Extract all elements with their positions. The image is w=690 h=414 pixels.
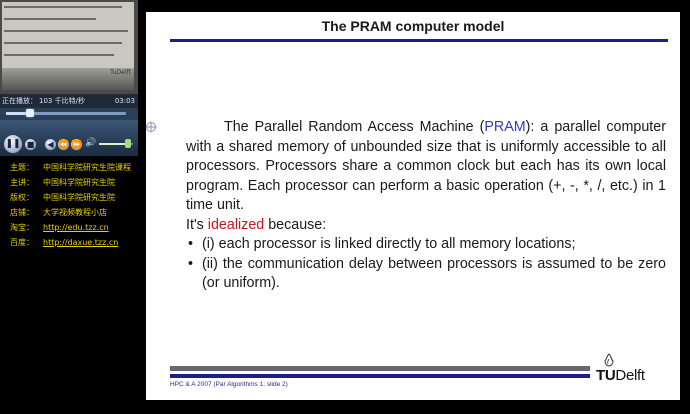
pram-definition: The Parallel Random Access Machine (PRAM… <box>186 118 666 216</box>
logo-delft: Delft <box>615 367 645 384</box>
pause-icon[interactable]: ❚❚ <box>3 134 23 154</box>
video-frame: TuDelft <box>2 2 134 90</box>
volume-slider[interactable] <box>99 139 133 148</box>
bullet-text: (i) each processor is linked directly to… <box>202 236 576 252</box>
seek-thumb[interactable] <box>26 109 34 117</box>
idealized-line: It's idealized because: <box>186 216 666 236</box>
info-label: 百度： <box>10 238 34 247</box>
player-controls: ❚❚ ■ ◀ ⏪ ⏩ 🔊 <box>0 120 138 156</box>
info-label: 主题： <box>10 163 34 172</box>
previous-icon[interactable]: ◀ <box>44 138 57 151</box>
bullet-text: (ii) the communication delay between pro… <box>202 255 666 292</box>
stop-icon[interactable]: ■ <box>24 138 37 151</box>
info-value: 中国科学院研究生院课程 <box>43 163 131 172</box>
seek-bar[interactable] <box>0 108 138 120</box>
info-value: 中国科学院研究生院 <box>43 193 115 202</box>
slide-content: The Parallel Random Access Machine (PRAM… <box>186 118 666 294</box>
logo-tu: TU <box>596 367 616 384</box>
media-player-panel: TuDelft 正在播放：103 千比特/秒 03:03 ❚❚ ■ ◀ ⏪ ⏩ … <box>0 0 138 414</box>
seek-track[interactable] <box>6 109 126 117</box>
video-thumb-text: TuDelft <box>110 69 131 76</box>
lecture-slide: The PRAM computer model The Parallel Ran… <box>145 12 680 400</box>
flame-icon <box>604 353 614 367</box>
info-row-topic: 主题： 中国科学院研究生院课程 <box>0 162 138 173</box>
bullet-dot: • <box>188 255 194 272</box>
idealized-pre: It's <box>186 216 208 233</box>
idealized-highlight: idealized <box>207 216 265 233</box>
info-row-taobao: 淘宝： http://edu.tzz.cn <box>0 222 138 233</box>
info-row-lecturer: 主讲： 中国科学院研究生院 <box>0 177 138 188</box>
info-value: 大学视频教程小店 <box>43 208 107 217</box>
volume-thumb[interactable] <box>124 139 131 148</box>
info-label: 淘宝： <box>10 223 34 232</box>
info-label: 主讲： <box>10 178 34 187</box>
speaker-icon[interactable]: 🔊 <box>85 138 97 148</box>
crosshair-bullet-icon <box>145 121 157 133</box>
idealized-post: because: <box>264 216 327 233</box>
info-row-baidu: 百度： http://daxue.tzz.cn <box>0 237 138 248</box>
slide-footer: HPC & A 2007 (Par Algorithms 1: slide 2) <box>170 381 288 388</box>
intro-text: The Parallel Random Access Machine ( <box>224 119 485 135</box>
footer-rule-blue <box>170 374 590 378</box>
bullet-dot: • <box>188 236 194 252</box>
status-label: 正在播放： <box>2 97 37 105</box>
taobao-link[interactable]: http://edu.tzz.cn <box>43 223 109 232</box>
title-rule <box>170 39 668 42</box>
info-label: 店铺： <box>10 208 34 217</box>
rewind-icon[interactable]: ⏪ <box>57 138 70 151</box>
video-preview[interactable]: TuDelft <box>0 0 138 94</box>
bullet-item: • (i) each processor is linked directly t… <box>186 235 666 255</box>
info-value: 中国科学院研究生院 <box>43 178 115 187</box>
volume-fill <box>99 143 128 145</box>
status-time: 03:03 <box>114 97 135 105</box>
info-row-copyright: 版权： 中国科学院研究生院 <box>0 192 138 203</box>
tudelft-logo: TUDelft <box>596 353 660 389</box>
info-row-shop: 店铺： 大学视频教程小店 <box>0 207 138 218</box>
status-bitrate: 103 千比特/秒 <box>39 97 85 105</box>
intro-text-rest: ): a parallel computer with a shared mem… <box>186 119 666 213</box>
baidu-link[interactable]: http://daxue.tzz.cn <box>43 238 119 247</box>
logo-text: TUDelft <box>596 367 645 384</box>
info-label: 版权： <box>10 193 34 202</box>
fast-forward-icon[interactable]: ⏩ <box>70 138 83 151</box>
bullet-item: • (ii) the communication delay between pr… <box>186 255 666 294</box>
slide-title: The PRAM computer model <box>321 18 505 34</box>
course-info: 主题： 中国科学院研究生院课程 主讲： 中国科学院研究生院 版权： 中国科学院研… <box>0 162 138 252</box>
player-status-bar: 正在播放：103 千比特/秒 03:03 <box>0 94 138 108</box>
pram-highlight: PRAM <box>484 119 526 135</box>
footer-rule-gray <box>170 366 590 371</box>
seek-fill <box>6 112 30 115</box>
